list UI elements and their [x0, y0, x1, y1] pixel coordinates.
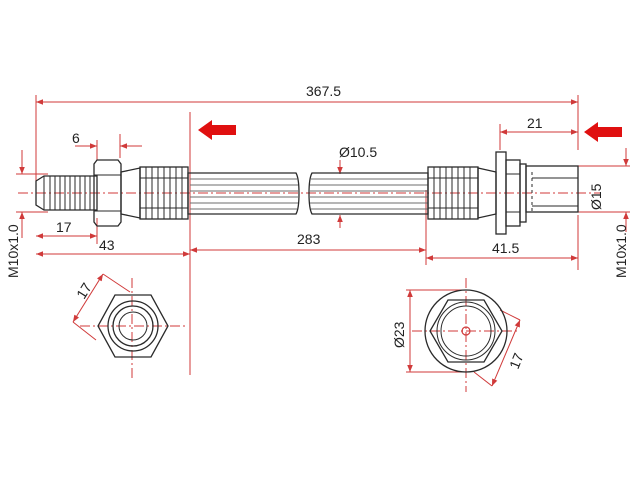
right-female-end	[525, 165, 579, 213]
left-end-view	[97, 294, 169, 358]
right-thread-spec-label: M10x1.0	[613, 224, 629, 278]
left-thread-spec-label: M10x1.0	[5, 224, 21, 278]
right-crimp-sleeve	[427, 166, 479, 220]
right-end-diameter-label: Ø15	[588, 183, 604, 210]
hose-diameter-label: Ø10.5	[339, 144, 377, 160]
hose-length-label: 283	[297, 231, 321, 247]
red-arrow-left-icon	[584, 122, 622, 142]
hose-ribs	[190, 178, 428, 210]
right-end-length-label: 21	[527, 115, 543, 131]
left-hex-nut	[93, 159, 122, 227]
left-hex-size-label: 17	[73, 280, 95, 302]
dimension-labels: 367.5 Ø10.5 6 17 43 283 21 41.5 Ø15 M10x…	[5, 83, 629, 371]
right-fitting-length-label: 41.5	[492, 240, 519, 256]
left-crimp-sleeve	[139, 166, 189, 220]
left-thread	[35, 175, 98, 211]
right-flange-diameter-label: Ø23	[391, 321, 407, 348]
right-end-view	[424, 289, 508, 373]
left-thread-length-label: 17	[56, 219, 72, 235]
rubber-hose	[187, 172, 429, 215]
left-fitting	[35, 159, 189, 227]
overall-length-label: 367.5	[306, 83, 341, 99]
right-hex-size-label: 17	[506, 350, 527, 371]
right-fitting	[427, 151, 579, 235]
red-arrow-left-icon	[198, 120, 236, 140]
left-thread-width-label: 6	[72, 130, 80, 146]
left-fitting-length-label: 43	[99, 237, 115, 253]
